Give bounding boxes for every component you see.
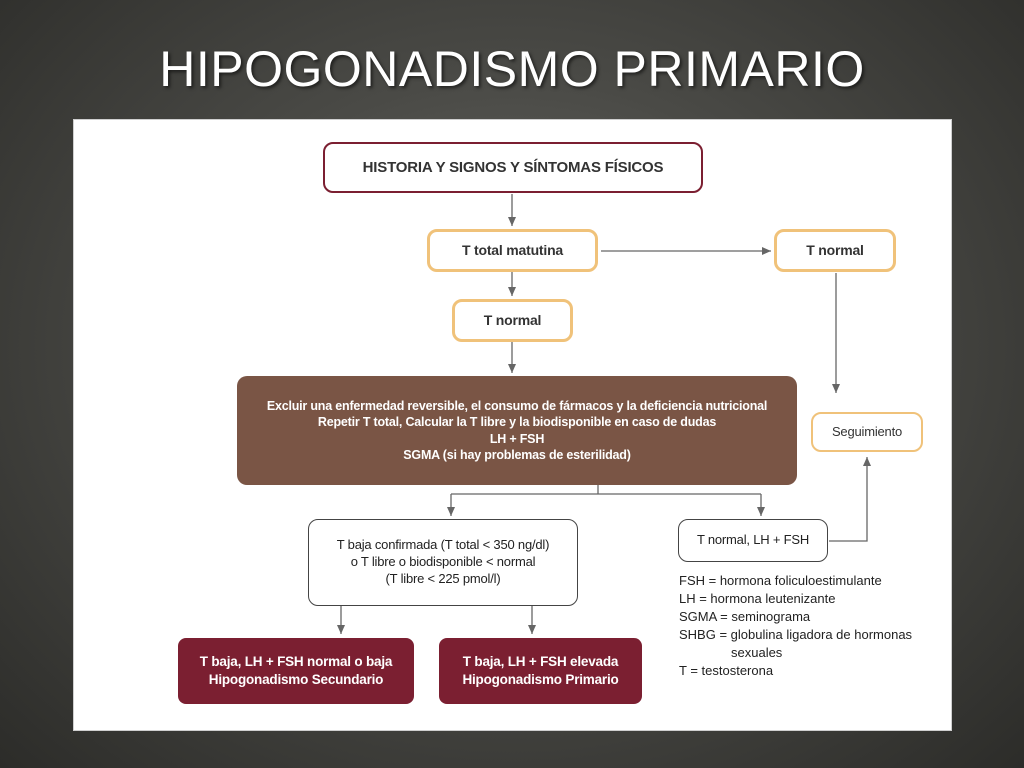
arrow-t-normal-lh-to-seguimiento	[829, 457, 871, 542]
secundario-box: T baja, LH + FSH normal o baja Hipogonad…	[178, 638, 414, 704]
t-normal-lh-fsh-label: T normal, LH + FSH	[696, 532, 810, 548]
legend-item-lh: LH = hormona leutenizante	[679, 590, 836, 606]
legend-item-shbg-cont: sexuales	[731, 644, 783, 660]
t-baja-line-3: (T libre < 225 pmol/l)	[385, 570, 501, 586]
legend-item-shbg: SHBG = globulina ligadora de hormonas	[679, 626, 913, 642]
t-total-matutina-box: T total matutina	[427, 229, 598, 272]
flowchart-panel: HISTORIA Y SIGNOS Y SÍNTOMAS FÍSICOS T t…	[73, 119, 952, 731]
historia-label: HISTORIA Y SIGNOS Y SÍNTOMAS FÍSICOS	[362, 158, 664, 176]
seguimiento-label: Seguimiento	[831, 423, 903, 439]
primario-box: T baja, LH + FSH elevada Hipogonadismo P…	[439, 638, 642, 704]
legend-item-fsh: FSH = hormona foliculoestimulante	[679, 573, 882, 588]
excluir-line-1: Excluir una enfermedad reversible, el co…	[266, 399, 768, 413]
t-normal-right-label: T normal	[806, 242, 864, 259]
seguimiento-box: Seguimiento	[811, 412, 923, 452]
slide-title: HIPOGONADISMO PRIMARIO	[159, 41, 865, 97]
secundario-line-1: T baja, LH + FSH normal o baja	[199, 654, 393, 670]
excluir-line-2: Repetir T total, Calcular la T libre y l…	[317, 415, 717, 430]
t-normal-right-box: T normal	[774, 229, 896, 272]
connector-layer	[337, 194, 871, 634]
excluir-line-3: LH + FSH	[489, 431, 545, 446]
primario-line-1: T baja, LH + FSH elevada	[462, 654, 619, 670]
primario-line-2: Hipogonadismo Primario	[462, 672, 619, 687]
historia-box: HISTORIA Y SIGNOS Y SÍNTOMAS FÍSICOS	[323, 142, 703, 193]
t-baja-line-2: o T libre o biodisponible < normal	[350, 554, 536, 570]
secundario-line-2: Hipogonadismo Secundario	[208, 672, 384, 687]
excluir-line-4: SGMA (si hay problemas de esterilidad)	[403, 447, 631, 462]
t-total-matutina-label: T total matutina	[461, 242, 564, 259]
t-normal-lh-fsh-box: T normal, LH + FSH	[678, 519, 828, 562]
excluir-box: Excluir una enfermedad reversible, el co…	[237, 376, 797, 485]
legend-item-sgma: SGMA = seminograma	[679, 608, 811, 624]
t-normal-center-label: T normal	[483, 312, 542, 329]
connector-excluir-split	[451, 485, 761, 495]
abbreviation-legend: FSH = hormona foliculoestimulante LH = h…	[679, 572, 949, 680]
legend-item-t: T = testosterona	[679, 662, 774, 678]
t-normal-center-box: T normal	[452, 299, 573, 342]
t-baja-line-1: T baja confirmada (T total < 350 ng/dl)	[336, 537, 550, 553]
t-baja-confirmada-box: T baja confirmada (T total < 350 ng/dl) …	[308, 519, 578, 606]
